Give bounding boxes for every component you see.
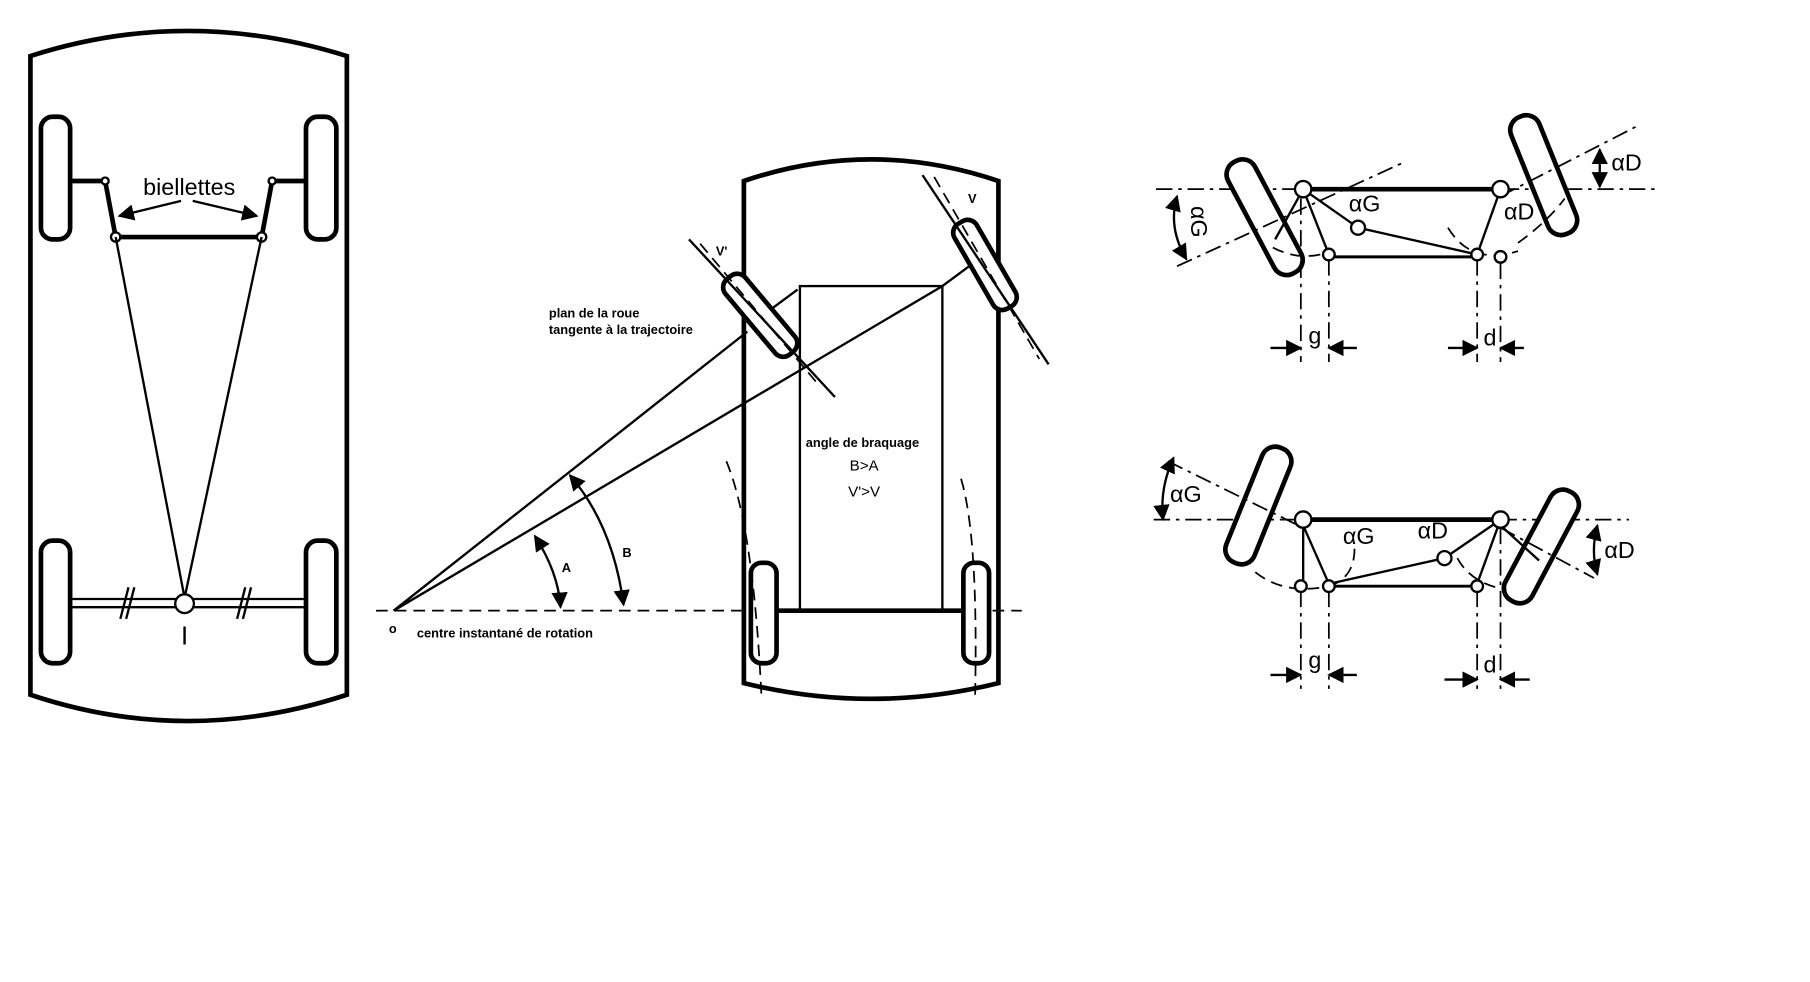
label-g: g [1308,322,1321,348]
point-i [174,593,196,615]
label-i: I [181,623,188,651]
label-relation-2: V'>V [848,483,881,500]
label-alpha-d-outer: αD [1604,537,1634,563]
linkage-diagram-top: g d αG αG αD αD [1156,112,1659,362]
label-alpha-d-inner: αD [1504,199,1534,225]
chassis-top-view: I biellettes [28,28,350,724]
label-wheel-plane-1: plan de la roue [549,306,640,321]
label-d: d [1484,652,1497,678]
linkage-diagram-bottom: g d αG αG αD αD [1153,444,1635,689]
label-center-rotation: centre instantané de rotation [417,626,593,641]
radius-lines [392,285,943,612]
label-center-point: o [389,621,397,636]
rear-left-wheel [748,560,779,666]
label-g: g [1308,647,1321,673]
label-alpha-g-inner: αG [1349,190,1381,216]
label-outer-wheel: V [968,191,977,206]
label-biellettes: biellettes [143,174,235,200]
rear-right-wheel [303,538,339,666]
label-angle-b: B [622,545,631,560]
label-wheel-plane-2: tangente à la trajectoire [549,322,693,337]
label-inner-wheel: V' [716,244,728,259]
label-steering-angle: angle de braquage [806,435,919,450]
car-body [28,28,350,724]
label-alpha-g-outer: αG [1170,481,1202,507]
front-right-wheel [303,114,339,242]
angle-a-arc [533,534,568,609]
label-alpha-d-outer: αD [1611,149,1641,175]
label-angle-a: A [562,560,571,575]
turning-geometry: A B o centre instantané de rotation plan… [376,157,1050,702]
steering-linkage [70,178,306,240]
label-relation-1: B>A [850,458,880,475]
convergence-lines [114,236,263,599]
left-wheel [1224,156,1306,278]
right-wheel [1501,487,1582,606]
car-body [741,157,1001,702]
rear-right-wheel [961,560,992,666]
label-alpha-g-inner: αG [1343,523,1375,549]
front-left-wheel [38,114,73,242]
label-d: d [1484,325,1497,351]
rear-left-wheel [38,538,73,666]
label-alpha-d-inner: αD [1418,517,1448,543]
label-alpha-g-outer: αG [1186,206,1212,238]
angle-b-arc [568,473,630,607]
